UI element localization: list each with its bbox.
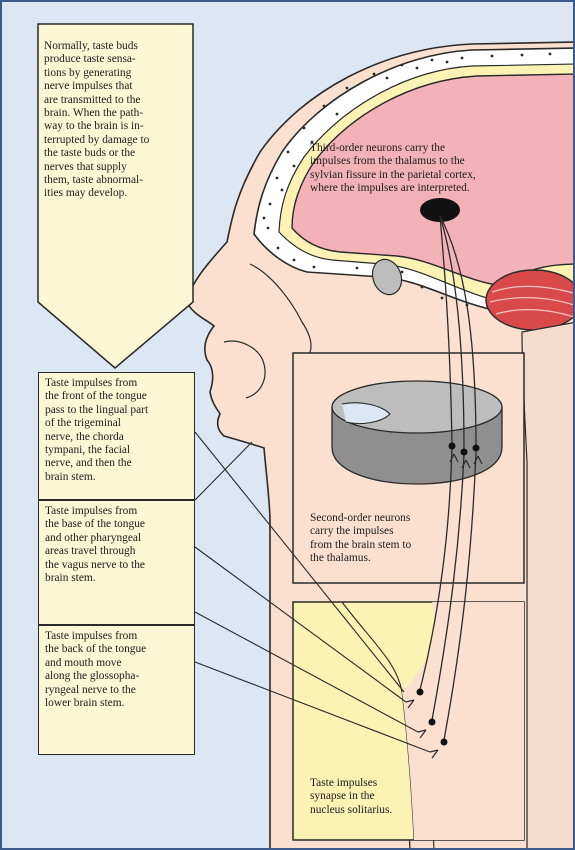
third-order-neurons-label: Third-order neurons carry the impulses f…: [310, 142, 476, 195]
nucleus-neck-fill: [402, 602, 524, 840]
intro-callout-shape: [37, 23, 194, 369]
spinal-cord: [521, 322, 573, 848]
nucleus-solitarius-label: Taste impulses synapse in the nucleus so…: [310, 777, 393, 816]
skull-marrow-dots: [262, 52, 552, 307]
inner-ear: [371, 258, 403, 296]
thalamus-notch: [341, 402, 391, 425]
parietal-cortex-target: [420, 198, 460, 222]
synapse-dots: [416, 442, 480, 746]
nasal-cavity: [223, 340, 266, 399]
base-tongue-callout: Taste impulses from the base of the tong…: [38, 500, 195, 625]
neural-pathways: [419, 215, 477, 741]
cerebellum-folds: [489, 285, 573, 318]
front-tongue-callout: Taste impulses from the front of the ton…: [38, 372, 195, 500]
synapse-forks: [405, 453, 483, 759]
back-tongue-callout: Taste impulses from the back of the tong…: [38, 625, 195, 755]
intro-callout-text: Normally, taste buds produce taste sensa…: [44, 40, 150, 200]
leader-lines: [194, 431, 431, 753]
second-order-neurons-label: Second-order neurons carry the impulses …: [310, 512, 412, 565]
